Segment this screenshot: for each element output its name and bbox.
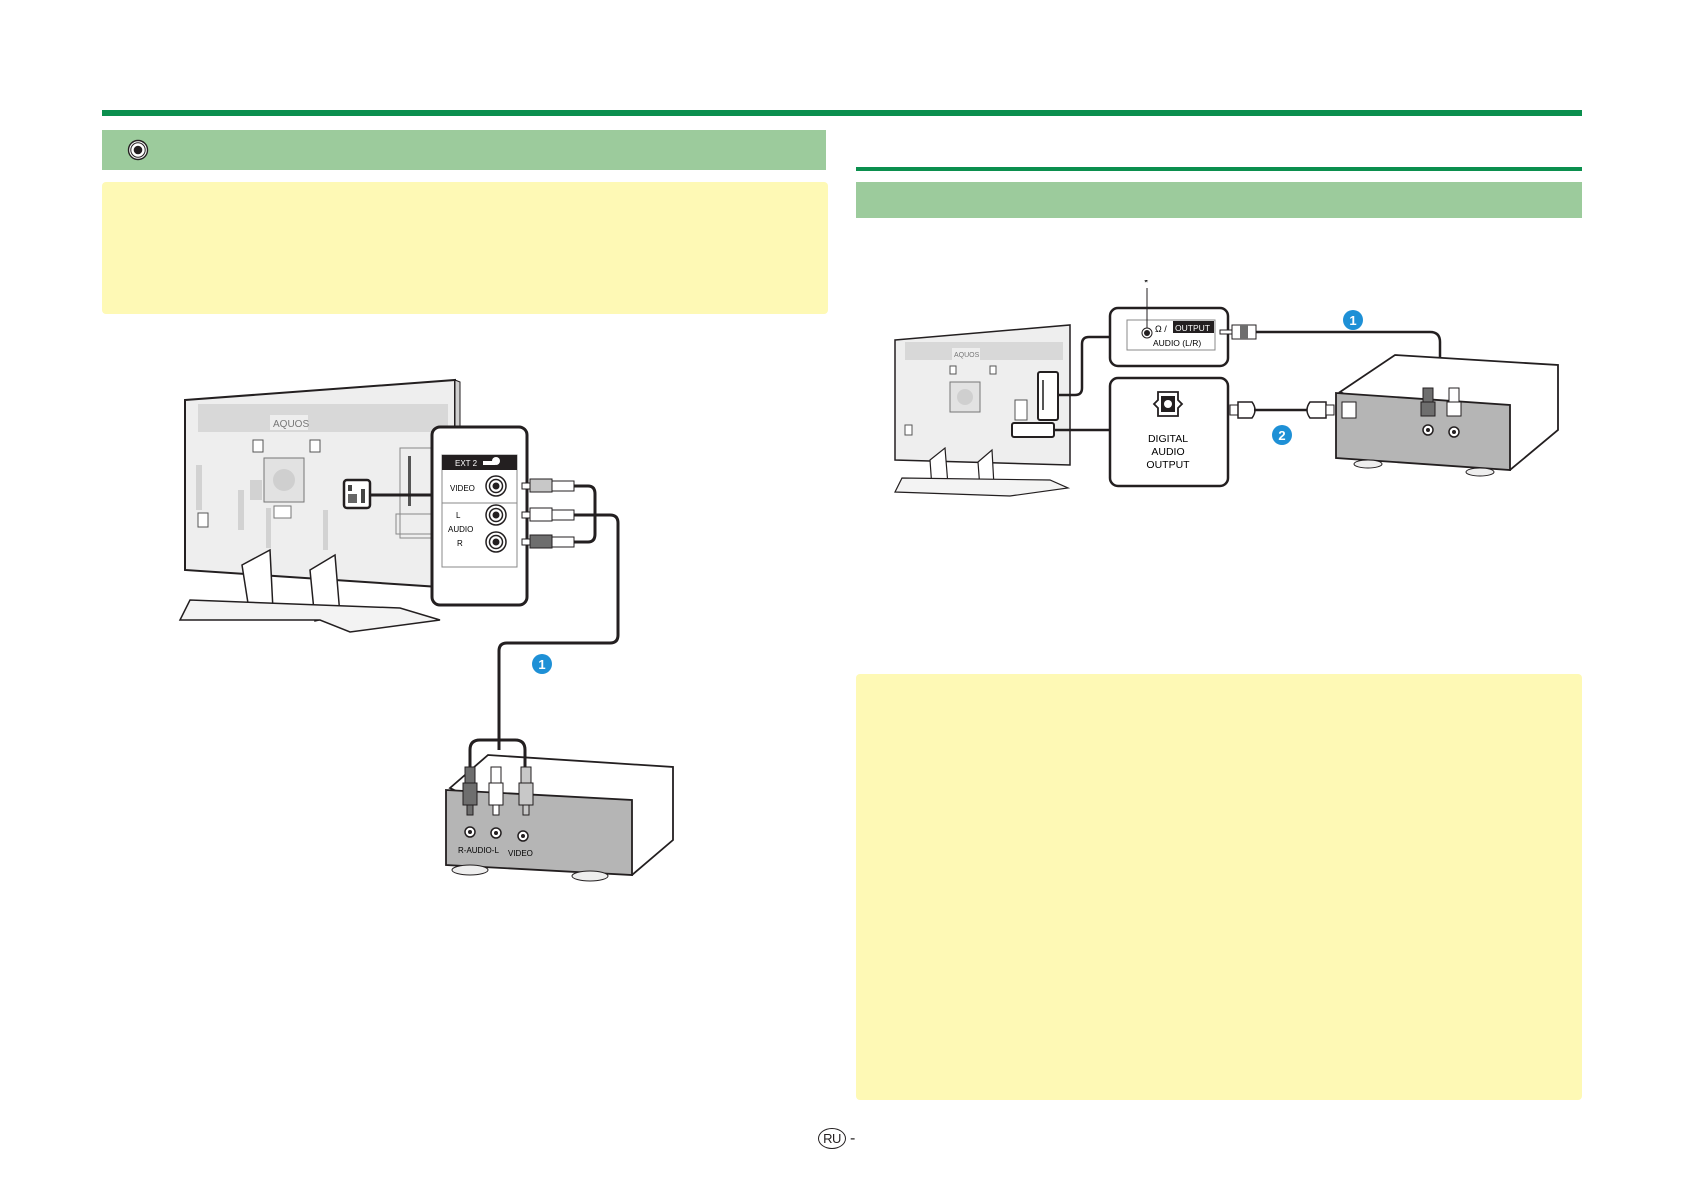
external-av-device: R-AUDIO-L VIDEO	[445, 754, 674, 882]
headphone-symbol: Ω /	[1155, 324, 1167, 334]
device-audio-label: R-AUDIO-L	[458, 846, 499, 855]
rca-plugs-device-side	[462, 766, 534, 816]
optical-plug-tv-side	[1229, 401, 1256, 419]
svg-text:1: 1	[538, 657, 545, 672]
digital-label-line-2: AUDIO	[1151, 446, 1184, 458]
output-badge: OUTPUT	[1175, 323, 1210, 333]
audio-amplifier-device	[1335, 354, 1559, 477]
audio-lr-label: AUDIO (L/R)	[1153, 338, 1201, 348]
rca-socket-audio-r	[485, 531, 507, 553]
digital-label-line-1: DIGITAL	[1148, 433, 1188, 445]
cable-badge-1: 1	[532, 654, 552, 674]
page-number-separator: -	[850, 1129, 856, 1147]
optical-port-icon	[1152, 391, 1184, 417]
left-connection-diagram: AQUOS EXT 2 VIDEO L AUDIO R	[178, 378, 674, 882]
headphone-jack-icon	[1141, 327, 1153, 339]
ext2-audio-r-label: R	[457, 539, 463, 548]
asterisk-note-marker: *	[1144, 280, 1149, 289]
right-connection-diagram: AQUOS * Ω / OUTPUT AUDIO (L/R) D	[894, 280, 1559, 497]
right-note-box	[856, 674, 1582, 1100]
tv-rear-illustration: AQUOS	[178, 378, 461, 633]
right-section-header	[856, 182, 1582, 218]
ext2-audio-l-label: L	[456, 511, 461, 520]
svg-text:2: 2	[1278, 428, 1285, 443]
tv-brand-label: AQUOS	[273, 419, 309, 430]
rca-socket-audio-l	[485, 504, 507, 526]
rca-plugs-tv-side	[521, 478, 575, 549]
svg-text:1: 1	[1349, 313, 1356, 328]
tv-brand-label-small: AQUOS	[954, 352, 980, 359]
tv-rear-illustration-small: AQUOS	[894, 324, 1071, 497]
digital-audio-output-panel: DIGITAL AUDIO OUTPUT	[1108, 376, 1230, 488]
headphone-output-panel: * Ω / OUTPUT AUDIO (L/R)	[1108, 280, 1230, 368]
left-section-header	[102, 130, 826, 170]
ext2-audio-label: AUDIO	[448, 525, 473, 534]
left-note-box	[102, 182, 828, 314]
ext2-jack-panel: EXT 2 VIDEO L AUDIO R	[430, 425, 529, 607]
optical-plug-device-side	[1306, 401, 1335, 419]
ext2-video-label: VIDEO	[450, 484, 475, 493]
digital-label-line-3: OUTPUT	[1146, 459, 1190, 471]
rca-socket-video	[485, 475, 507, 497]
scart-2-icon	[483, 457, 500, 465]
stereo-mini-plug	[1219, 324, 1257, 340]
ext2-title: EXT 2	[455, 459, 478, 468]
rca-jack-icon	[127, 139, 149, 166]
page-footer: RU -	[818, 1128, 855, 1149]
cable-badge-1-right: 1	[1343, 310, 1363, 330]
cable-badge-2-right: 2	[1272, 425, 1292, 445]
language-badge: RU	[818, 1128, 846, 1149]
device-video-label: VIDEO	[508, 849, 533, 858]
top-rule	[102, 110, 1582, 116]
right-section-rule	[856, 167, 1582, 171]
